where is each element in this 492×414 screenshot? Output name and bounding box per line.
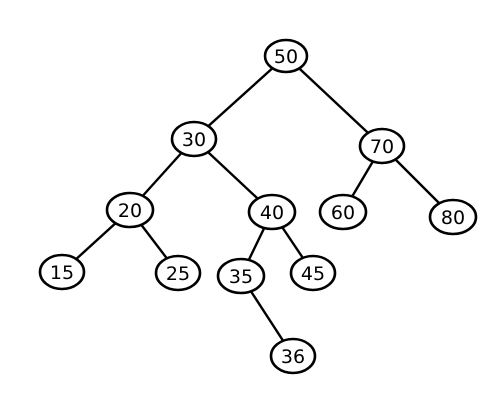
tree-node-label: 30 <box>182 129 206 151</box>
tree-node-20: 20 <box>105 191 155 229</box>
tree-node-label: 80 <box>441 207 465 229</box>
tree-nodes: 50 30 70 20 40 60 80 15 25 35 45 36 <box>38 38 478 375</box>
tree-node-40: 40 <box>247 193 297 231</box>
tree-node-label: 45 <box>301 263 325 285</box>
tree-node-label: 40 <box>260 202 284 224</box>
tree-edge <box>192 54 288 141</box>
tree-node-label: 70 <box>370 136 394 158</box>
tree-node-circle <box>428 198 478 236</box>
tree-node-circle <box>263 38 309 74</box>
tree-node-label: 60 <box>331 202 355 224</box>
tree-node-circle <box>216 257 266 295</box>
tree-node-35: 35 <box>216 257 266 295</box>
tree-node-25: 25 <box>154 254 202 292</box>
tree-node-45: 45 <box>289 254 337 292</box>
tree-node-label: 15 <box>50 262 74 284</box>
tree-node-circle <box>318 193 368 231</box>
tree-node-circle <box>170 120 218 158</box>
tree-node-30: 30 <box>170 120 218 158</box>
tree-node-label: 50 <box>274 46 298 68</box>
tree-node-15: 15 <box>38 253 86 291</box>
tree-node-80: 80 <box>428 198 478 236</box>
tree-node-60: 60 <box>318 193 368 231</box>
tree-node-50: 50 <box>263 38 309 74</box>
tree-node-label: 20 <box>118 200 142 222</box>
tree-edge <box>284 54 384 148</box>
tree-node-label: 35 <box>229 266 253 288</box>
tree-node-circle <box>38 253 86 291</box>
tree-node-circle <box>289 254 337 292</box>
tree-node-circle <box>358 127 406 165</box>
tree-node-36: 36 <box>269 337 317 375</box>
tree-node-circle <box>105 191 155 229</box>
tree-node-circle <box>269 337 317 375</box>
tree-node-circle <box>154 254 202 292</box>
tree-node-circle <box>247 193 297 231</box>
tree-node-label: 36 <box>281 346 305 368</box>
tree-node-70: 70 <box>358 127 406 165</box>
tree-node-label: 25 <box>166 263 190 285</box>
